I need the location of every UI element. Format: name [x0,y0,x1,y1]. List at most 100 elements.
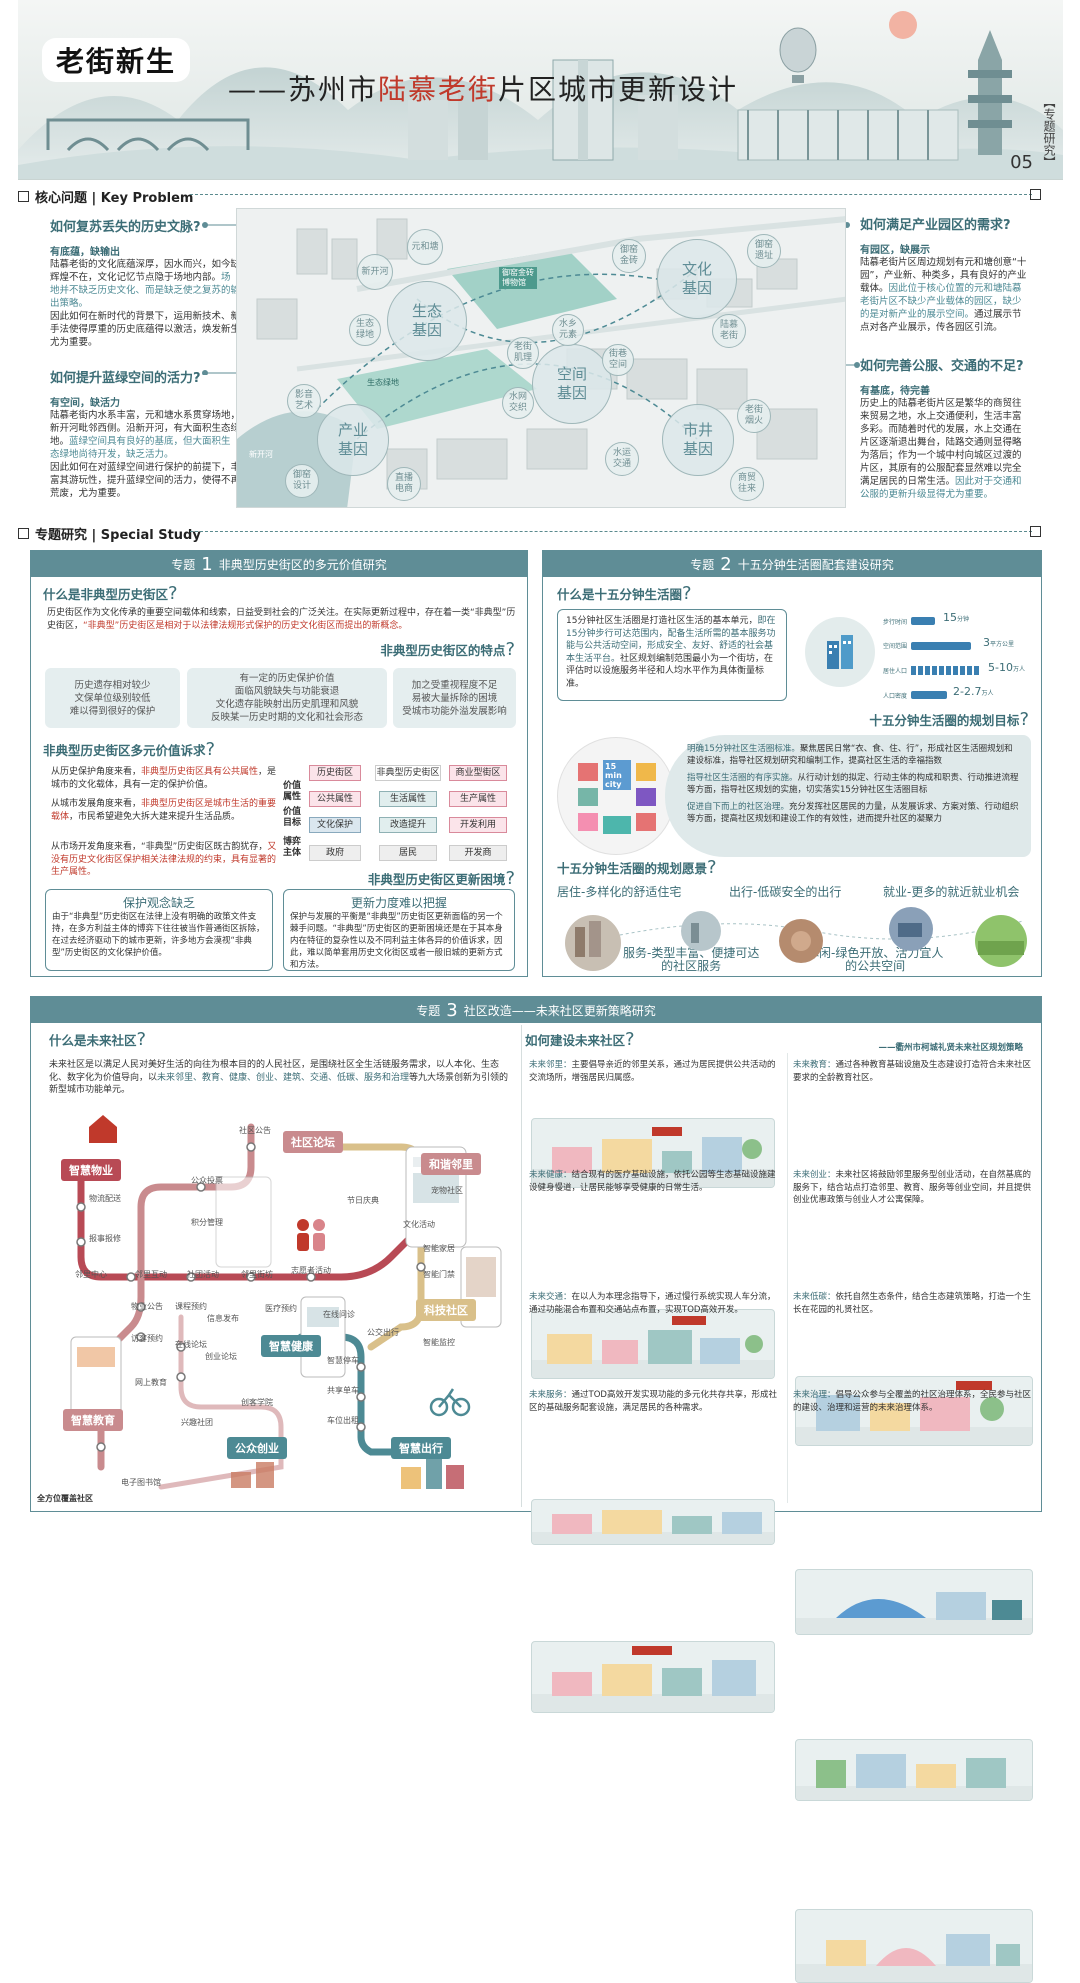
map-label: 御窑金砖 博物馆 [499,267,537,289]
text-red: 非典型历史街区是城市生活的重要载体 [51,799,277,822]
stats-bars [911,617,979,699]
goal-title: 促进自下而上的社区治理。 [687,802,790,812]
panel-title: 社区改造——未来社区更新策略研究 [463,1003,656,1018]
station: 公众投票 [191,1176,223,1185]
cell: 生活属性 [379,791,437,807]
node: 直播 电商 [387,467,421,501]
station: 物业公告 [131,1302,163,1311]
vision-photos [565,907,1027,971]
person-mark [925,666,930,675]
what-text: 历史街区作为文化传承的重要空间载体和线索，日益受到社会的广泛关注。在实际更新过程… [47,607,517,632]
heading-what: 什么是未来社区? [49,1029,146,1050]
subtitle-post: 片区城市更新设计 [498,73,739,106]
cell: 公共属性 [309,791,361,807]
person-mark [911,666,916,675]
question-mark: ? [205,739,216,760]
value: 5-10 [988,661,1013,674]
q-text: 陆慕老街片区周边规划有元和塘创意“十园”，产业新、种类多，具有良好的产业载体。 [860,257,1027,294]
heading-text: 什么是非典型历史街区 [43,587,169,602]
checkbox-icon [1030,189,1041,200]
question-title: 如何复苏丢失的历史文脉? [50,220,201,235]
node-label: 新开河 [361,266,389,277]
row-head: 价值目标 [283,807,302,828]
vision-label: 居住-多样化的舒适住宅 [557,885,682,899]
station: 网上教育 [135,1378,167,1387]
heading-text: 十五分钟生活圈的规划愿景 [557,861,708,876]
person-mark [960,666,965,675]
strategy-text: 未来社区将鼓励邻里服务型创业活动，在自然基底的服务下，结合站点打造邻里、教育、服… [793,1170,1032,1205]
text: ，是城市的文化载体，具有一定的保护价值。 [51,767,277,790]
gene-label: 市井 基因 [682,421,713,458]
node: 水乡 元素 [552,314,584,346]
question-label: 有基底，待完善 [860,386,930,397]
station: 课程预约 [175,1302,207,1311]
strategy-diagram [795,1569,1033,1635]
page-title: 老街新生 [42,38,191,82]
section-key-problem: 核心问题 | Key Problem [18,187,193,206]
goal-text: 从行动计划的拟定、行动主体的构成和职责、行动推进流程等方面，指导社区规划的实施，… [687,773,1019,795]
strategy-text: 主要倡导亲近的邻里关系，通过为居民提供公共活动的交流场所，增强居民归属感。 [529,1060,776,1083]
hub-smart-property: 智慧物业 [61,1159,121,1181]
cell: 改造提升 [379,817,437,833]
divider [190,531,1032,532]
map-label: 生态绿地 [367,378,399,387]
question-mark: ? [136,1029,147,1050]
stat-value: 2-2.7万人 [953,685,993,698]
question-text: 陆慕老街片区周边规划有元和塘创意“十园”，产业新、种类多，具有良好的产业载体。因… [860,256,1030,334]
unit: 万人 [1012,666,1025,673]
node: 御窑 金砖 [612,239,646,273]
stat-value: 3平方公里 [983,636,1014,649]
question-label: 有园区，缺展示 [860,245,930,256]
station: 邻里街坊 [241,1270,273,1279]
feature-card: 有一定的历史保护价值 面临风貌缺失与功能衰退 文化遗存能映射出历史肌理和风貌 反… [187,668,387,728]
skyline-illustration [18,11,1063,179]
station: 医疗预约 [265,1304,297,1313]
hub-mobility: 智慧出行 [391,1437,451,1459]
q-blue: 因此位于核心位置的元和塘陆慕老街片区不缺少产业载体的园区，缺少的是对新产业的展示… [860,283,1022,320]
person-mark [967,666,972,675]
cell: 开发利用 [449,817,507,833]
question-services: 如何完善公服、交通的不足? 有基底，待完善 历史上的陆慕老街片区是繁华的商贸往来… [860,355,1030,501]
stats-block: 步行时间 15分钟 空间范围 3平方公里 居住人口 5-10万人 人口密度 2-… [883,611,1033,711]
strategy-label: 未来服务： [529,1390,572,1400]
node: 商贸 往来 [730,467,764,501]
station: 邻里互动 [135,1270,167,1279]
question-text: 历史上的陆慕老街片区是繁华的商贸往来贸易之地，水上交通便利，生活丰富多彩。而随着… [860,397,1030,501]
node: 老街 肌理 [507,337,539,369]
strategy-label: 未来健康： [529,1170,572,1180]
side-label: 【专题研究】 [1042,96,1056,168]
map-label: 新开河 [249,450,273,459]
question-bluegreen: 如何提升蓝绿空间的活力? 有空间，缺活力 陆慕老街内水系丰富，元和塘水系贯穿场地… [50,367,240,500]
section-drawing [796,1592,1032,1634]
gene-market: 市井 基因 [662,404,734,476]
node-label: 御窑 金砖 [619,245,638,266]
node-label: 陆慕 老街 [719,320,738,341]
gene-culture: 文化 基因 [657,239,737,319]
divider [521,1025,522,1507]
question-history: 如何复苏丢失的历史文脉? 有底蕴，缺输出 陆慕老街的文化底蕴深厚，因水而兴，如今… [50,216,240,349]
city-icon [805,617,875,687]
text-blue: 即在15分钟步行可达范围内，配备生活所需的基本服务功能与公共活动空间，形成安全、… [566,616,776,664]
goal-item: 指导社区生活圈的有序实施。从行动计划的拟定、行动主体的构成和职责、行动推进流程等… [687,772,1021,796]
strategy-diagram [795,1739,1033,1801]
cell: 文化保护 [309,817,361,833]
dilemma-title: 更新力度难以把握 [350,896,447,910]
badge-text: 15 min city [605,762,622,789]
vision-label: 就业-更多的就近就业机会 [883,885,1020,899]
q-blue: 因此对于交通和公服的更新升级显得尤为重要。 [860,476,1022,500]
section-heading: 专题研究 | Special Study [35,528,201,543]
node-label: 街巷 空间 [608,349,627,370]
question-mark: ? [168,583,178,604]
q-text2: 因此如何在对蓝绿空间进行保护的前提下，丰富其游玩性，提升蓝绿空间的活力，使得不再… [50,462,241,499]
station: 在线问诊 [323,1310,355,1319]
cell: 开发商 [449,845,507,861]
node-label: 生态 绿地 [355,319,374,340]
section-heading: 核心问题 | Key Problem [35,191,194,206]
panel-title: 非典型历史街区的多元价值研究 [218,557,387,572]
strategy-item: 未来服务：通过TOD高效开发实现功能的多元化共存共享，形成社区的基础服务配套设施… [529,1389,777,1414]
text: 等九大场景创新为引领的新型城市功能单元。 [49,1072,509,1096]
heading-vision: 十五分钟生活圈的规划愿景? [557,857,717,878]
hub-startup: 公众创业 [227,1437,287,1459]
gene-label: 产业 基因 [337,421,368,458]
